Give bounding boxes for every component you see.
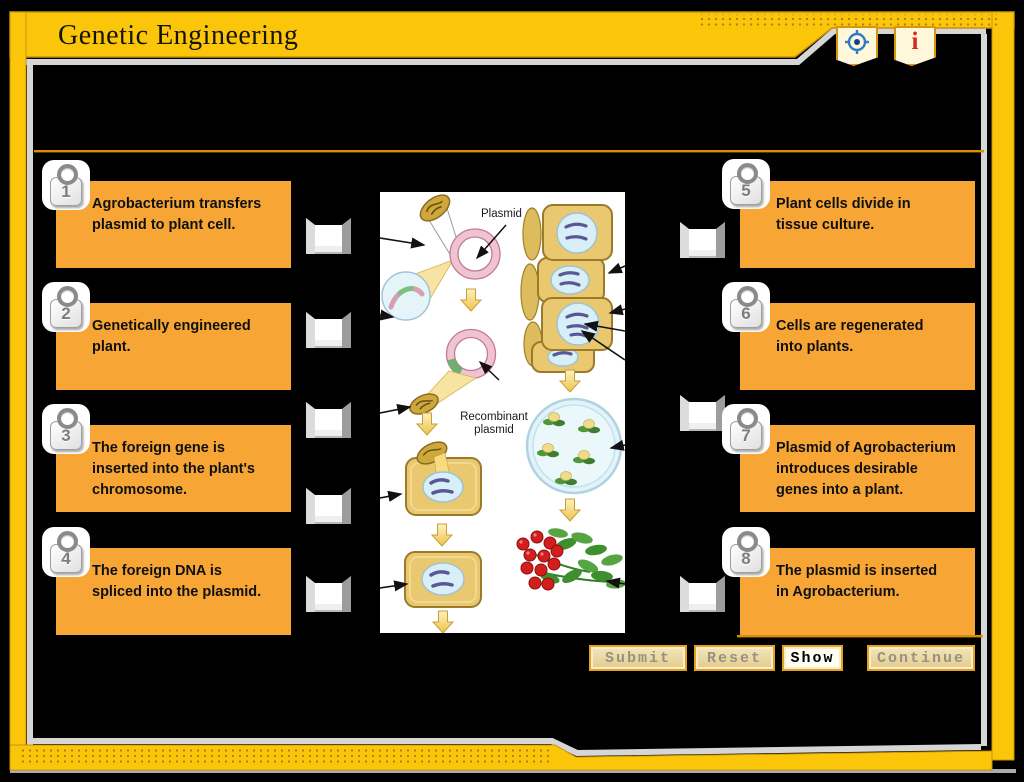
number-tag-1[interactable]: 1 (42, 160, 90, 210)
tag-hole-icon (57, 164, 78, 185)
tag-hole-icon (57, 408, 78, 429)
statement-card-7: Plasmid of Agrobacterium introduces desi… (740, 425, 975, 512)
crosshair-icon (845, 30, 869, 54)
agrobacterium-icon (419, 194, 451, 222)
statement-card-5: Plant cells divide in tissue culture. (740, 181, 975, 268)
tag-hole-icon (57, 531, 78, 552)
number-tag-5[interactable]: 5 (722, 159, 770, 209)
statement-text-1: Agrobacterium transfers plasmid to plant… (92, 196, 262, 234)
number-tag-7[interactable]: 7 (722, 404, 770, 454)
recombinant-label-line1: Recombinant (460, 411, 529, 423)
drop-box-2[interactable] (306, 311, 351, 348)
reset-button[interactable]: Reset (694, 645, 775, 671)
statement-text-7: Plasmid of Agrobacterium introduces desi… (776, 440, 956, 499)
tag-number-6: 6 (741, 303, 751, 323)
submit-button[interactable]: Submit (589, 645, 687, 671)
statement-text-6: Cells are regenerated into plants. (776, 318, 924, 356)
tag-hole-icon (737, 163, 758, 184)
page-title: Genetic Engineering (58, 20, 299, 51)
tag-number-5: 5 (741, 180, 751, 200)
info-icon: i (911, 28, 919, 55)
statement-card-8: The plasmid is inserted in Agrobacterium… (740, 548, 975, 635)
statement-card-6: Cells are regenerated into plants. (740, 303, 975, 390)
continue-button[interactable]: Continue (867, 645, 975, 671)
statement-text-4: The foreign DNA is spliced into the plas… (92, 563, 262, 601)
plasmid-label: Plasmid (481, 208, 522, 220)
statement-card-4: The foreign DNA is spliced into the plas… (56, 548, 291, 635)
statement-card-3: The foreign gene is inserted into the pl… (56, 425, 291, 512)
number-tag-4[interactable]: 4 (42, 527, 90, 577)
tag-number-1: 1 (61, 181, 71, 201)
recombinant-label-line2: plasmid (474, 424, 514, 436)
tag-number-2: 2 (61, 303, 71, 323)
statement-text-2: Genetically engineered plant. (92, 318, 251, 356)
plant-cell-transformed (404, 551, 482, 608)
drop-box-6[interactable] (680, 221, 725, 258)
plasmid-ring (449, 228, 501, 280)
magnified-bacterium (381, 259, 454, 321)
number-tag-3[interactable]: 3 (42, 404, 90, 454)
number-tag-2[interactable]: 2 (42, 282, 90, 332)
tag-hole-icon (737, 531, 758, 552)
tag-number-3: 3 (61, 425, 71, 445)
recombinant-plasmid-ring (445, 328, 497, 380)
pointer-arrows (379, 237, 626, 592)
petri-dish (525, 397, 623, 495)
drop-box-1[interactable] (306, 217, 351, 254)
drop-box-8[interactable] (680, 575, 725, 612)
tag-hole-icon (737, 408, 758, 429)
drop-box-7[interactable] (680, 394, 725, 431)
drop-box-3[interactable] (306, 401, 351, 438)
number-tag-8[interactable]: 8 (722, 527, 770, 577)
tag-number-4: 4 (61, 548, 71, 568)
statement-text-3: The foreign gene is inserted into the pl… (92, 440, 255, 499)
tag-hole-icon (737, 286, 758, 307)
info-button[interactable]: i (894, 26, 936, 66)
tag-number-8: 8 (741, 548, 751, 568)
tag-hole-icon (57, 286, 78, 307)
statement-text-5: Plant cells divide in tissue culture. (776, 196, 911, 234)
diagram-panel: Plasmid Recombinant plasmid (379, 192, 626, 634)
tomato-plant (516, 528, 626, 591)
number-tag-6[interactable]: 6 (722, 282, 770, 332)
statement-card-1: Agrobacterium transfers plasmid to plant… (56, 181, 291, 268)
statement-text-8: The plasmid is inserted in Agrobacterium… (776, 563, 938, 601)
cell-stack (520, 204, 613, 373)
drop-box-4[interactable] (306, 487, 351, 524)
plant-cell-injection (405, 441, 482, 516)
tag-number-7: 7 (741, 425, 751, 445)
statement-card-2: Genetically engineered plant. (56, 303, 291, 390)
drop-box-5[interactable] (306, 575, 351, 612)
show-button[interactable]: Show (782, 645, 843, 671)
